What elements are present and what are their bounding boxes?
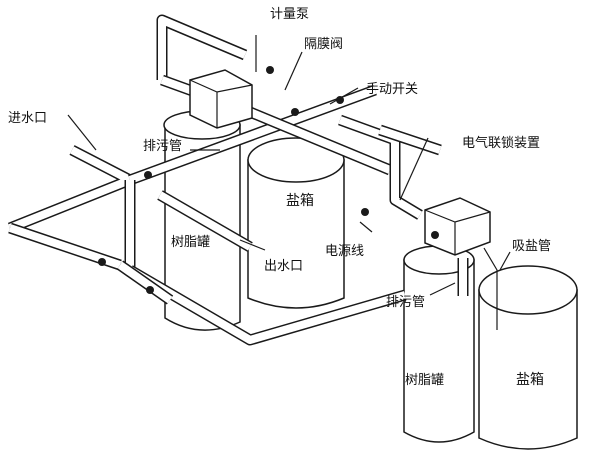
salt-suction-pipe <box>483 247 498 330</box>
label-resin-tank-left: 树脂罐 <box>171 235 210 250</box>
brine-tank-right <box>478 265 578 450</box>
label-salt-suction-pipe: 吸盐管 <box>512 239 551 254</box>
label-resin-tank-right: 树脂罐 <box>405 373 444 388</box>
label-outlet: 出水口 <box>264 259 303 274</box>
label-brine-tank-right: 盐箱 <box>516 372 544 388</box>
label-inlet: 进水口 <box>8 111 47 126</box>
label-metering-pump: 计量泵 <box>270 7 309 22</box>
label-manual-switch: 手动开关 <box>366 82 418 97</box>
label-drain-top: 排污管 <box>143 139 182 154</box>
label-electric-interlock: 电气联锁装置 <box>462 135 540 151</box>
control-head-left <box>189 69 253 129</box>
brine-tank-left <box>247 137 345 309</box>
label-power-cord: 电源线 <box>325 244 364 259</box>
leader-lines <box>67 35 511 296</box>
label-brine-tank-left: 盐箱 <box>286 193 314 209</box>
control-head-right <box>424 197 491 256</box>
pipe-network <box>7 14 442 346</box>
label-diaphragm-valve: 隔膜阀 <box>304 37 343 52</box>
label-drain-bottom: 排污管 <box>386 295 425 310</box>
valve-handles <box>98 66 439 294</box>
